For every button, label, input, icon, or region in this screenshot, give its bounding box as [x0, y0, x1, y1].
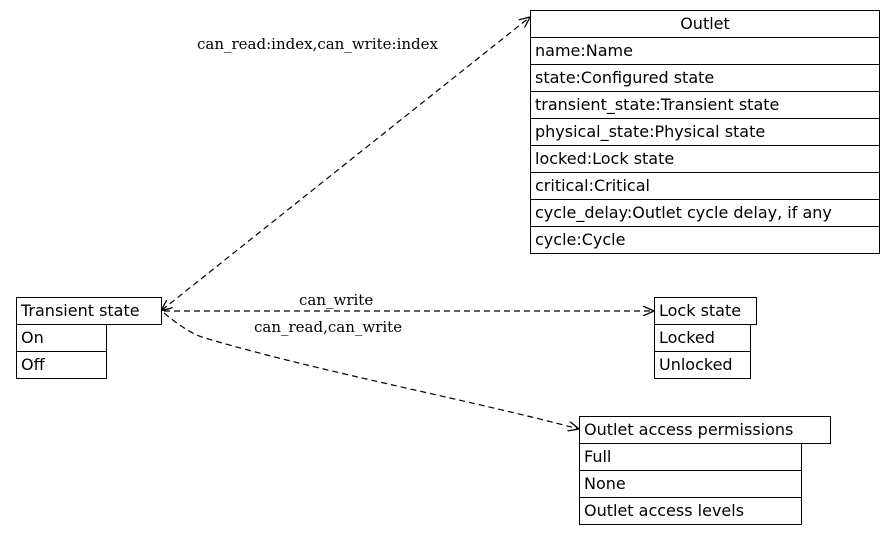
node-transient-state: Transient state On Off	[16, 297, 162, 379]
node-outlet-field: name:Name	[530, 37, 880, 65]
edge-label-to-permissions: can_read,can_write	[254, 318, 402, 336]
edge-transient-to-outlet	[162, 17, 530, 310]
edge-label-to-outlet: can_read:index,can_write:index	[197, 35, 439, 53]
node-lock-state: Lock state Locked Unlocked	[654, 297, 757, 379]
node-outlet-field: locked:Lock state	[530, 145, 880, 173]
edge-label-to-lock-state: can_write	[299, 291, 373, 309]
edge-transient-to-permissions	[163, 312, 579, 429]
node-lock-state-field: Locked	[654, 324, 751, 352]
node-transient-state-field: Off	[16, 351, 107, 379]
node-outlet-field: state:Configured state	[530, 64, 880, 92]
node-outlet-field: transient_state:Transient state	[530, 91, 880, 119]
node-permissions-title: Outlet access permissions	[579, 416, 831, 444]
node-outlet-access-permissions: Outlet access permissions Full None Outl…	[579, 416, 831, 525]
node-permissions-field: Full	[579, 443, 802, 471]
node-lock-state-field: Unlocked	[654, 351, 751, 379]
node-outlet-field: cycle_delay:Outlet cycle delay, if any	[530, 199, 880, 227]
node-outlet-title: Outlet	[530, 10, 880, 38]
node-transient-state-field: On	[16, 324, 107, 352]
node-outlet-field: physical_state:Physical state	[530, 118, 880, 146]
node-lock-state-title: Lock state	[654, 297, 757, 325]
node-outlet: Outlet name:Name state:Configured state …	[530, 10, 880, 254]
node-transient-state-title: Transient state	[16, 297, 162, 325]
node-outlet-field: cycle:Cycle	[530, 226, 880, 254]
node-outlet-field: critical:Critical	[530, 172, 880, 200]
node-permissions-field: Outlet access levels	[579, 497, 802, 525]
node-permissions-field: None	[579, 470, 802, 498]
